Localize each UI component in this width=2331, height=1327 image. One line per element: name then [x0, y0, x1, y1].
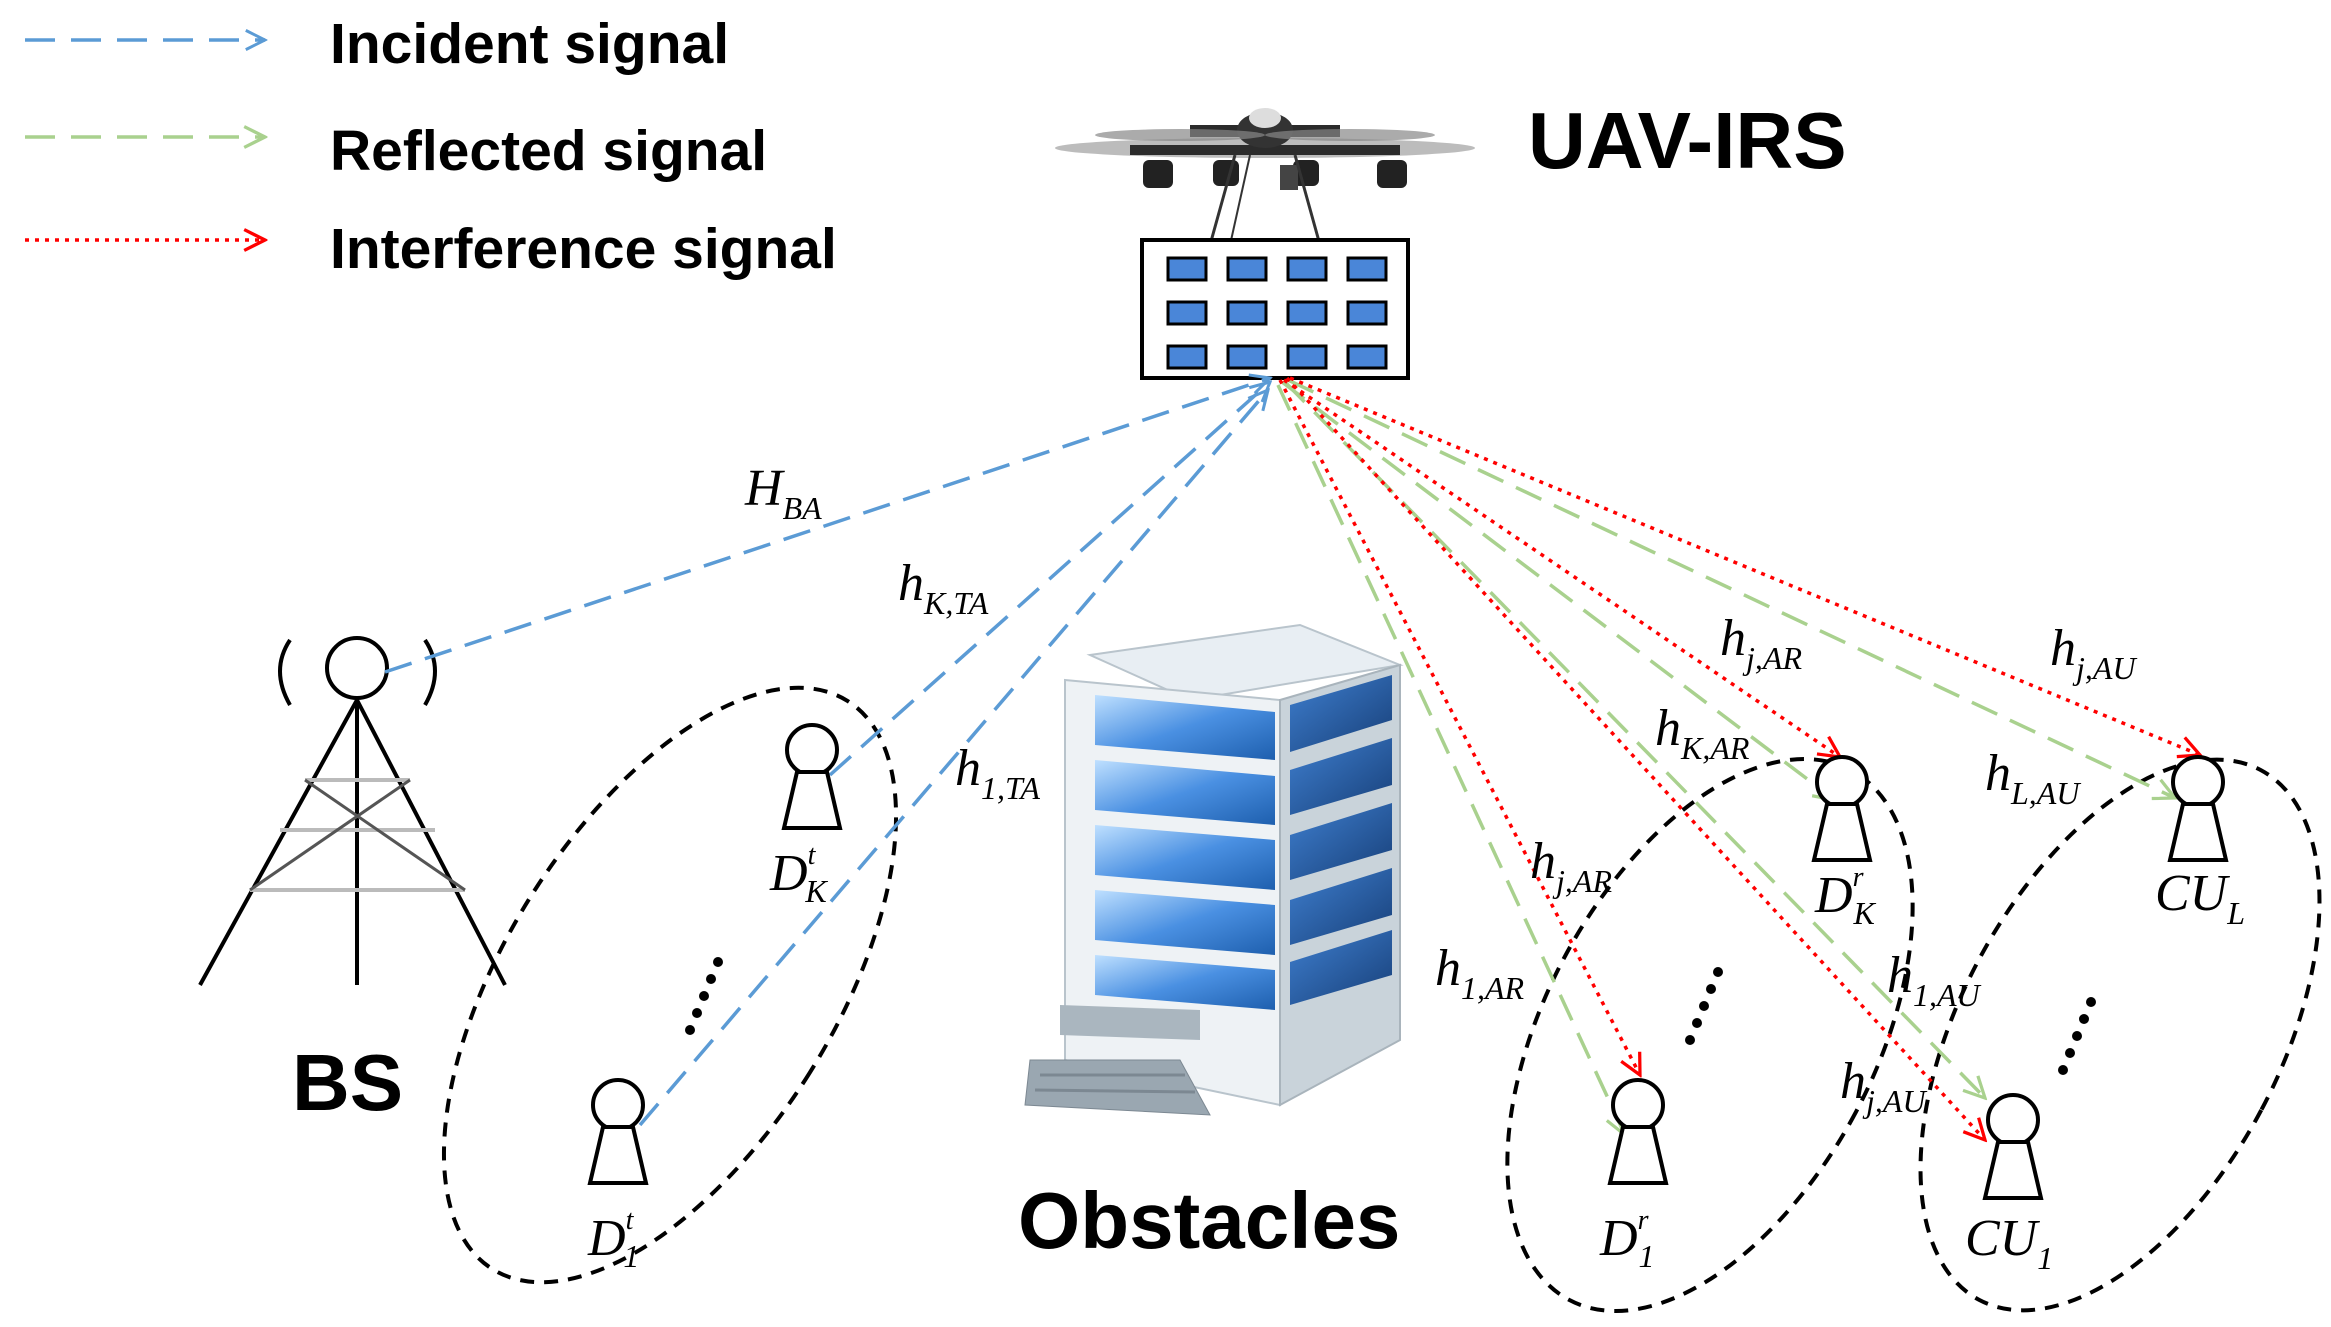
- channel-h-kar: hK,AR: [1655, 700, 1750, 766]
- transmitter-cluster: [441, 685, 899, 1285]
- irs-element: [1286, 300, 1328, 326]
- interf-irs-to-dr1: [1278, 379, 1640, 1075]
- irs-element: [1226, 300, 1268, 326]
- link-irs-to-drk: [1280, 380, 1835, 800]
- irs-element: [1286, 256, 1328, 282]
- irs-element: [1166, 300, 1208, 326]
- legend-reflected-label: Reflected signal: [330, 119, 767, 183]
- device-drk-icon: [1811, 755, 1873, 862]
- link-irs-to-dr1: [1276, 384, 1625, 1135]
- drone-icon: [1055, 108, 1475, 246]
- irs-element: [1166, 256, 1208, 282]
- interf-irs-to-cul: [1289, 376, 2200, 755]
- link-bs-to-irs: [384, 378, 1270, 674]
- legend-incident-label: Incident signal: [330, 12, 729, 76]
- cellular-user-cluster: [1918, 757, 2322, 1313]
- irs-element-grid: [1166, 256, 1388, 370]
- bs-label: BS: [292, 1038, 403, 1127]
- device-cu1-icon: [1982, 1093, 2044, 1200]
- link-dtk-to-irs: [828, 382, 1270, 777]
- irs-element: [1166, 344, 1208, 370]
- channel-labels: HBA hK,TA h1,TA hj,AR hK,AR hj,AR h1,AR …: [744, 460, 2137, 1119]
- irs-element: [1226, 256, 1268, 282]
- receiver-cluster: [1505, 757, 1915, 1313]
- irs-element: [1346, 300, 1388, 326]
- channel-h-lau: hL,AU: [1985, 745, 2081, 811]
- uav-irs-label: UAV-IRS: [1528, 96, 1847, 185]
- ellipsis-dots: [685, 957, 2096, 1075]
- irs-element: [1346, 256, 1388, 282]
- device-cul-icon: [2167, 755, 2229, 862]
- interf-irs-to-drk: [1283, 378, 1840, 757]
- irs-element: [1346, 344, 1388, 370]
- base-station-tower-icon: [198, 636, 507, 986]
- channel-h-ba: HBA: [744, 460, 822, 526]
- node-cu1-label: CU1: [1965, 1210, 2053, 1276]
- channel-h-jau-bot: hj,AU: [1840, 1053, 1927, 1119]
- device-dt1-icon: [587, 1078, 649, 1185]
- channel-h-kta: hK,TA: [898, 555, 989, 621]
- channel-h-1ar: h1,AR: [1435, 940, 1525, 1006]
- interference-links: [1278, 376, 2200, 1140]
- channel-h-jar-mid: hj,AR: [1530, 833, 1612, 899]
- cluster-ellipses: [441, 685, 2322, 1313]
- device-icons: [587, 723, 2229, 1200]
- irs-panel: [1140, 238, 1410, 380]
- device-dtk-icon: [781, 723, 843, 830]
- channel-h-jau-top: hj,AU: [2050, 620, 2137, 686]
- irs-element: [1286, 344, 1328, 370]
- obstacles-label: Obstacles: [1018, 1176, 1400, 1265]
- irs-element: [1226, 344, 1268, 370]
- building-icon: [1024, 623, 1404, 1116]
- incident-links: [384, 378, 1270, 1127]
- device-dr1-icon: [1607, 1078, 1669, 1185]
- channel-h-jar-top: hj,AR: [1720, 610, 1802, 676]
- channel-h-1ta: h1,TA: [955, 740, 1040, 806]
- channel-h-1au: h1,AU: [1887, 947, 1982, 1013]
- reflected-links: [1276, 378, 2175, 1135]
- node-cul-label: CUL: [2155, 865, 2245, 931]
- link-dt1-to-irs: [638, 390, 1268, 1127]
- legend-interference-label: Interference signal: [330, 217, 837, 281]
- interf-irs-to-cu1: [1285, 376, 1985, 1140]
- link-irs-to-cul: [1287, 378, 2175, 798]
- legend: Incident signal Reflected signal Interfe…: [25, 12, 837, 281]
